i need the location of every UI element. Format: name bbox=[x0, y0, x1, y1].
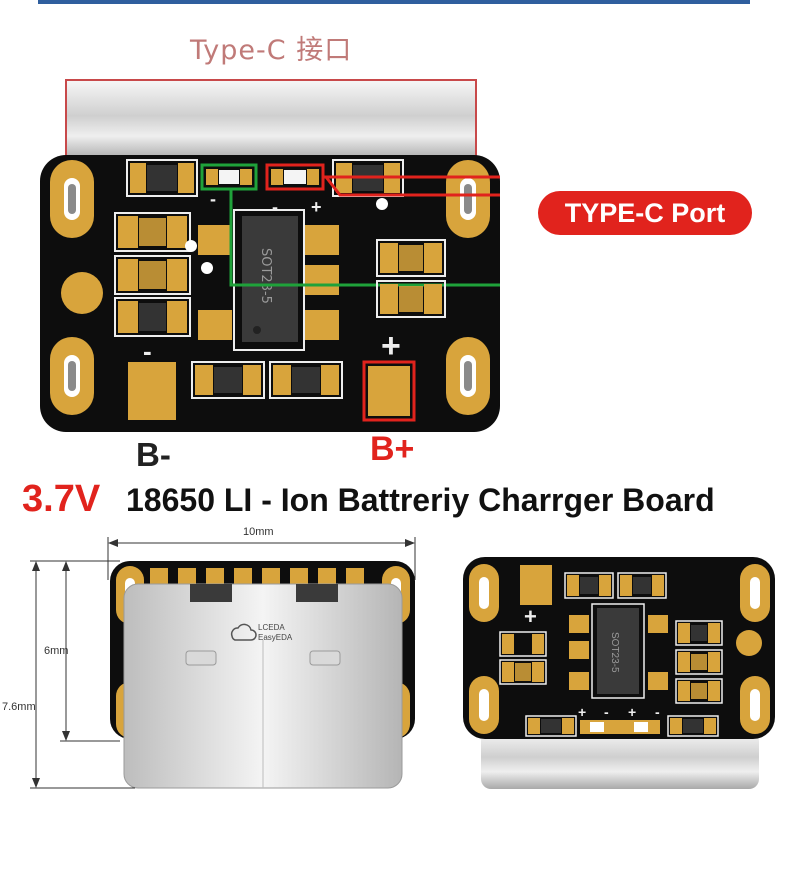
connector-view-board: LCEDA EasyEDA bbox=[30, 537, 416, 789]
inner-height-dimension: 6mm bbox=[44, 645, 69, 657]
main-board: SOT23-5 - - + - + bbox=[40, 79, 500, 432]
pad-minus-mark: - bbox=[143, 336, 152, 366]
width-dimension: 10mm bbox=[243, 526, 274, 538]
chip-sot23 bbox=[242, 216, 298, 342]
chip-text-2: SOT23-5 bbox=[609, 632, 620, 673]
top-border bbox=[38, 0, 750, 4]
usb-c-connector bbox=[66, 80, 476, 160]
led-plus-mark-3: + bbox=[628, 704, 636, 720]
led-minus-mark-2: - bbox=[272, 197, 278, 217]
pad-plus-mark-2: + bbox=[524, 604, 537, 629]
easyeda-text: EasyEDA bbox=[258, 633, 293, 642]
led-green-outline bbox=[200, 163, 258, 191]
cloud-icon bbox=[230, 623, 257, 641]
led-minus-mark-4: - bbox=[655, 704, 660, 720]
mount-pad bbox=[61, 272, 103, 314]
product-title: 18650 LI - Ion Battreriy Charrger Board bbox=[126, 482, 715, 518]
b-plus-pad bbox=[368, 366, 410, 416]
chip-text: SOT23-5 bbox=[258, 248, 273, 304]
b-minus-pad bbox=[128, 362, 176, 420]
led-plus-mark: + bbox=[311, 197, 322, 217]
voltage-title: 3.7V bbox=[22, 478, 101, 520]
total-height-dimension: 7.6mm bbox=[2, 701, 36, 713]
b-minus-label: B- bbox=[136, 436, 171, 473]
green-trace bbox=[229, 189, 500, 287]
led-plus-mark-2: + bbox=[578, 704, 586, 720]
type-c-interface-label: Type-C 接口 bbox=[190, 35, 353, 66]
lceda-text: LCEDA bbox=[258, 623, 285, 632]
b-plus-label: B+ bbox=[370, 430, 415, 468]
pad-plus-mark: + bbox=[381, 327, 401, 365]
led-minus-mark: - bbox=[210, 189, 216, 209]
component-view-board: + SOT23-5 + - + - bbox=[463, 557, 775, 789]
type-c-port-badge: TYPE-C Port bbox=[538, 191, 752, 235]
led-minus-mark-3: - bbox=[604, 704, 609, 720]
